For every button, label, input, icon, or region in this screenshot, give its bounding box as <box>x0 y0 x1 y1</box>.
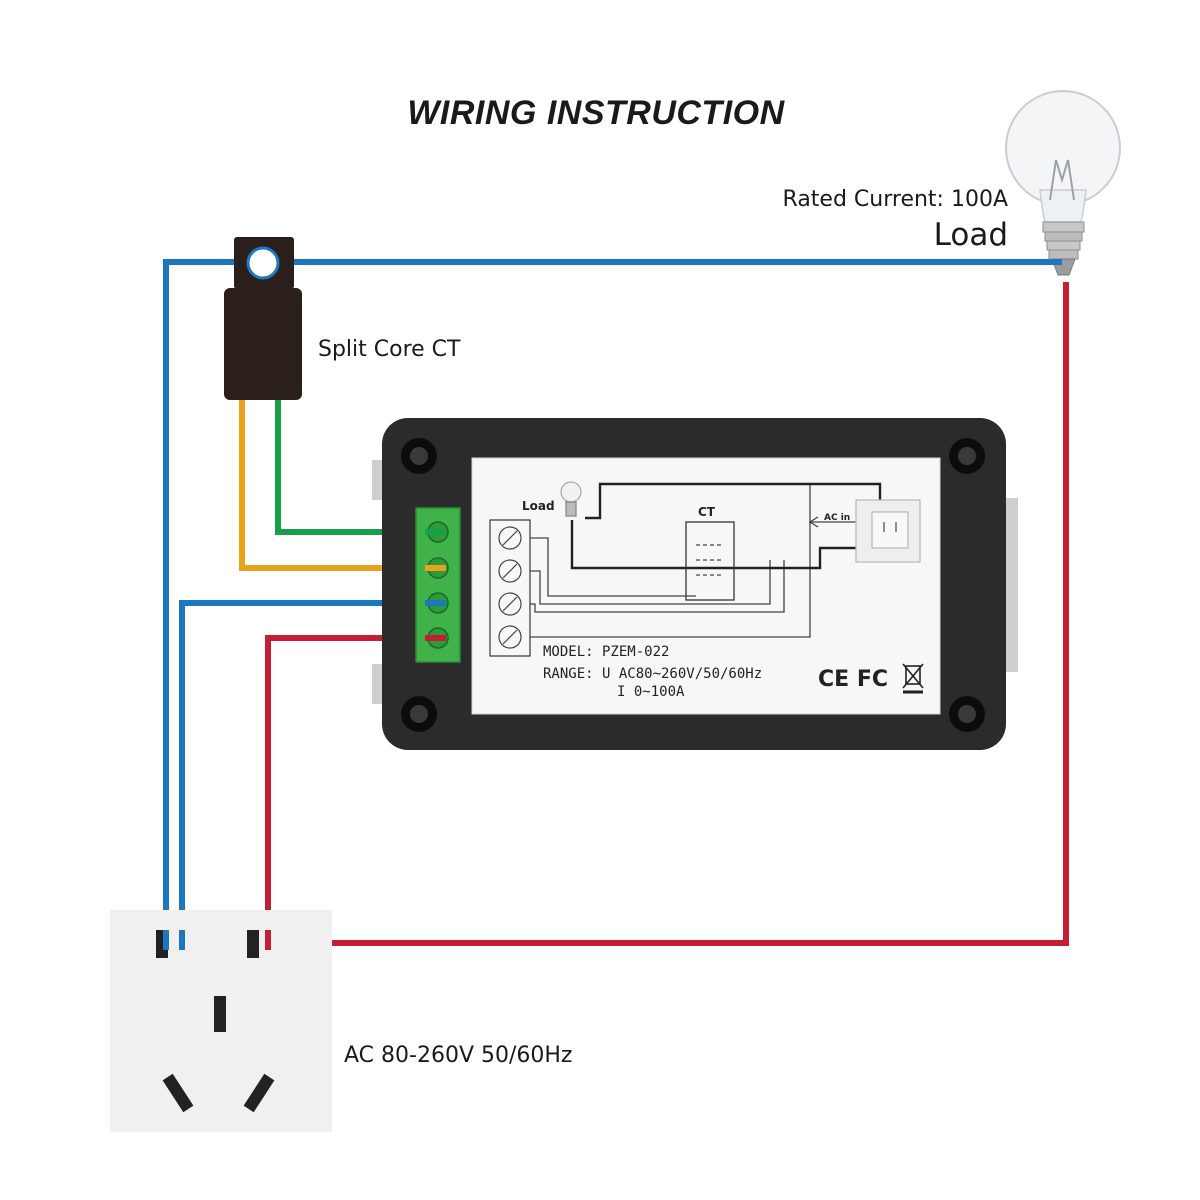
wires <box>163 259 1069 946</box>
model-text: MODEL: PZEM-022 <box>543 644 669 660</box>
lightbulb-icon <box>1005 90 1121 276</box>
live-wire-load <box>272 282 1069 946</box>
ct-label: Split Core CT <box>318 337 461 362</box>
panel-load-label: Load <box>522 499 555 513</box>
split-core-ct <box>224 237 302 400</box>
load-label: Load <box>934 217 1008 253</box>
panel-acin-label: AC in <box>824 513 850 523</box>
neutral-wire-load <box>163 259 1062 942</box>
neutral-wire-meter <box>179 600 438 942</box>
rated-current-label: Rated Current: 100A <box>783 187 1008 212</box>
certification-marks: CE FC <box>818 667 888 692</box>
panel-schematic <box>489 481 921 657</box>
wall-outlet <box>110 910 332 1132</box>
panel-ct-label: CT <box>698 505 716 519</box>
live-wire-meter <box>265 635 438 942</box>
outlet-voltage-label: AC 80-260V 50/60Hz <box>344 1043 572 1068</box>
diagram-title: WIRING INSTRUCTION <box>407 94 785 132</box>
weee-bin-icon <box>902 663 924 694</box>
ct-wire-orange <box>239 395 438 571</box>
meter-device <box>372 418 1018 750</box>
range-current-text: I 0~100A <box>617 684 685 700</box>
range-voltage-text: RANGE: U AC80~260V/50/60Hz <box>543 666 762 682</box>
